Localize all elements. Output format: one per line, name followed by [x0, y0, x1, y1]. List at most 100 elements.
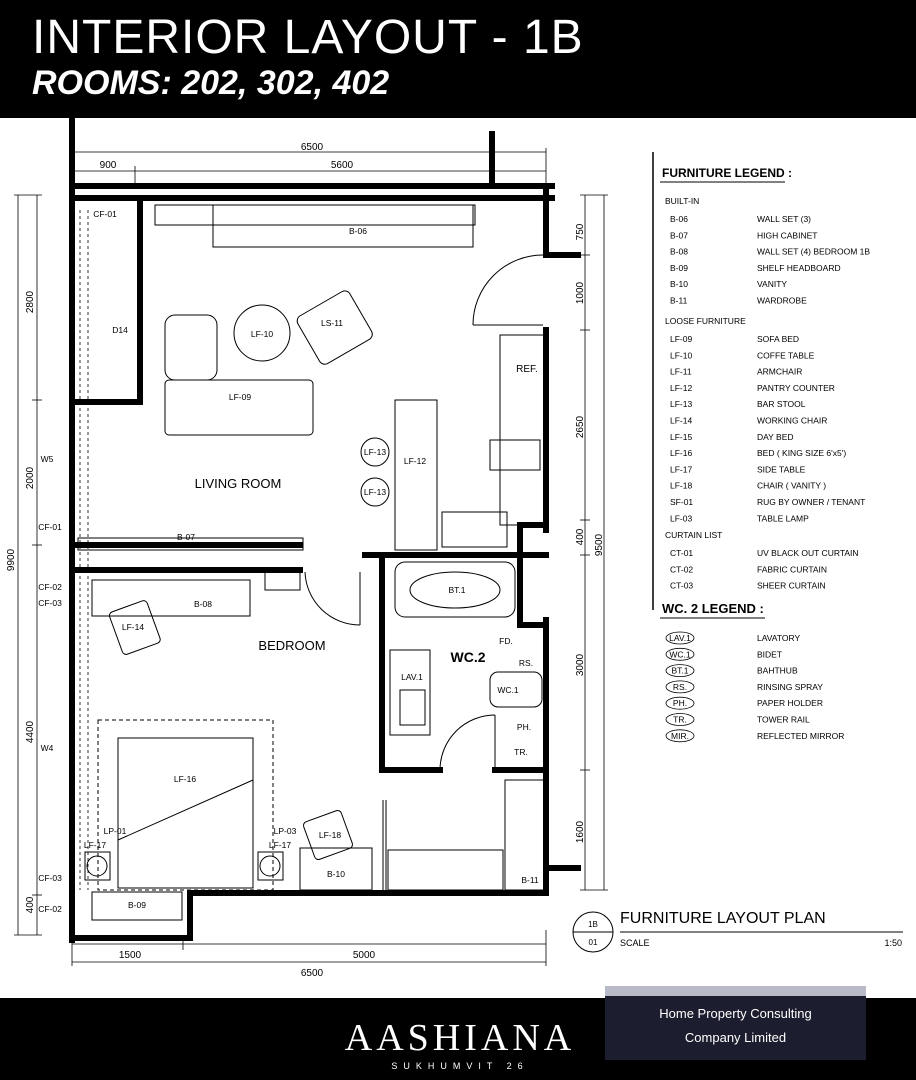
legend-loose-item-code: LF-09 — [670, 334, 692, 344]
furniture-tags: B-06 B-07 B-08 B-09 B-10 B-11 LF-10 LS-1… — [38, 209, 539, 914]
legend-wc-item-marker-1 — [665, 647, 695, 661]
legend-built-in-item-code: B-08 — [670, 247, 688, 257]
legend-loose-item-desc: DAY BED — [757, 432, 794, 442]
legend-loose-item-code: LF-18 — [670, 481, 692, 491]
legend-built-in-item-desc: SHELF HEADBOARD — [757, 263, 841, 273]
legend-loose-item-code: LF-03 — [670, 513, 692, 523]
tag-lf17-a: LF-17 — [84, 840, 106, 850]
legend-built-in-item-code: B-06 — [670, 214, 688, 224]
legend-wc-item-desc: BIDET — [757, 649, 782, 659]
title-ref-bottom: 01 — [589, 938, 598, 947]
agency-line-1: Home Property Consulting — [659, 1006, 812, 1021]
legend-loose-item-code: LF-10 — [670, 350, 692, 360]
legend-wc-item-desc: PAPER HOLDER — [757, 698, 823, 708]
tag-cf02-b: CF-02 — [38, 904, 62, 914]
dim-top-left: 900 — [100, 160, 117, 171]
legend-wc-item-marker-2 — [665, 664, 695, 677]
legend-wc-item-code: RS. — [673, 682, 687, 692]
dim-right-3: 2650 — [575, 415, 586, 438]
tag-lf17-b: LF-17 — [269, 840, 291, 850]
agency-badge: Home Property Consulting Company Limited — [605, 986, 866, 1060]
legend-loose-item-desc: RUG BY OWNER / TENANT — [757, 497, 865, 507]
furniture — [77, 204, 546, 921]
room-label-bedroom: BEDROOM — [258, 638, 325, 653]
legend-loose-item-desc: SIDE TABLE — [757, 464, 806, 474]
legend-loose-item-desc: SOFA BED — [757, 334, 799, 344]
dim-right-2: 1000 — [575, 281, 586, 304]
tag-b11: B-11 — [521, 875, 539, 885]
legend-loose-item-code: LF-16 — [670, 448, 692, 458]
legend-built-in-item-code: B-11 — [670, 296, 688, 306]
legend-wc-item-desc: RINSING SPRAY — [757, 682, 823, 692]
title-scale-label: SCALE — [620, 938, 650, 948]
legend-built-in-item-desc: WALL SET (4) BEDROOM 1B — [757, 247, 870, 257]
tag-lf10: LF-10 — [251, 329, 273, 339]
legend-built-in-item-code: B-07 — [670, 230, 688, 240]
tag-w5: W5 — [41, 454, 54, 464]
legend-built-in-item-code: B-09 — [670, 263, 688, 273]
dim-bottom-right: 5000 — [353, 950, 376, 961]
legend-loose-item-code: LF-15 — [670, 432, 692, 442]
legend-loose-item-desc: BED ( KING SIZE 6'x5') — [757, 448, 846, 458]
tag-lav1: LAV.1 — [401, 672, 423, 682]
dimension-texts: 6500 900 5600 1500 5000 6500 9900 2800 2… — [6, 142, 605, 979]
legend-loose-item-code: LF-12 — [670, 383, 692, 393]
room-labels: LIVING ROOM BEDROOM WC.2 REF. — [195, 364, 538, 665]
tag-cf02-a: CF-02 — [38, 582, 62, 592]
title-ref-top: 1B — [588, 920, 598, 929]
legend-loose-item-desc: BAR STOOL — [757, 399, 806, 409]
legend-wc-item-marker-5 — [665, 713, 695, 726]
legend-wc-item-marker-4 — [665, 696, 695, 710]
room-label-wc: WC.2 — [451, 649, 486, 665]
legend-wc-item-code: TR. — [673, 715, 687, 725]
legend-loose-item-code: LF-11 — [670, 367, 692, 377]
room-label-ref: REF. — [516, 364, 538, 375]
tag-rs: RS. — [519, 658, 533, 668]
legend-curtain-item-code: CT-01 — [670, 548, 693, 558]
tag-cf01-b: CF-01 — [38, 522, 62, 532]
tag-lf13-a: LF-13 — [364, 447, 386, 457]
tag-cf01-a: CF-01 — [93, 209, 117, 219]
tag-cf03-b: CF-03 — [38, 873, 62, 883]
legend-built-in-list: B-06 WALL SET (3) B-07 HIGH CABINET B-08 WALL… — [670, 214, 870, 306]
legend-wc-item-code: LAV.1 — [669, 633, 691, 643]
legend-built-in-item-desc: HIGH CABINET — [757, 230, 817, 240]
legend-loose-item-code: LF-17 — [670, 464, 692, 474]
tag-lf18: LF-18 — [319, 830, 341, 840]
legend-loose-item-code: SF-01 — [670, 497, 693, 507]
tag-ph: PH. — [517, 722, 531, 732]
legend-wc-item-code: WC.1 — [669, 649, 691, 659]
legend-wc-item-code: BT.1 — [671, 666, 688, 676]
dim-right-6: 1600 — [575, 820, 586, 843]
tag-b09: B-09 — [128, 900, 146, 910]
tag-lf14: LF-14 — [122, 622, 144, 632]
dim-top-total: 6500 — [301, 142, 324, 153]
room-label-living: LIVING ROOM — [195, 476, 282, 491]
dim-top-right: 5600 — [331, 160, 354, 171]
legend-curtain-heading: CURTAIN LIST — [665, 530, 722, 540]
legend-wc-title: WC. 2 LEGEND : — [662, 601, 764, 616]
agency-line-2: Company Limited — [684, 1030, 787, 1045]
legend-built-in-heading: BUILT-IN — [665, 196, 699, 206]
title-plan-name: FURNITURE LAYOUT PLAN — [620, 910, 826, 927]
tag-ls11: LS-11 — [321, 318, 343, 328]
curtain-lines — [79, 210, 89, 890]
legend-curtain-item-code: CT-03 — [670, 581, 693, 591]
tag-b08: B-08 — [194, 599, 212, 609]
header-banner: INTERIOR LAYOUT - 1B ROOMS: 202, 302, 40… — [0, 0, 916, 118]
tag-b07: B-07 — [177, 532, 195, 542]
legend-loose-item-code: LF-13 — [670, 399, 692, 409]
brand-subtitle: SUKHUMVIT 26 — [391, 1061, 529, 1071]
tag-b06: B-06 — [349, 226, 367, 236]
dim-bottom-total: 6500 — [301, 968, 324, 979]
legend-wc-item-marker-6 — [665, 729, 695, 743]
legend-loose-item-desc: TABLE LAMP — [757, 513, 809, 523]
tag-lp01: LP-01 — [104, 826, 127, 836]
legend-built-in-item-desc: WARDROBE — [757, 296, 807, 306]
dim-left-2: 2000 — [25, 466, 36, 489]
tag-lf16: LF-16 — [174, 774, 196, 784]
dim-right-total: 9500 — [594, 533, 605, 556]
walls — [69, 118, 581, 943]
legend-built-in-item-desc: WALL SET (3) — [757, 214, 811, 224]
